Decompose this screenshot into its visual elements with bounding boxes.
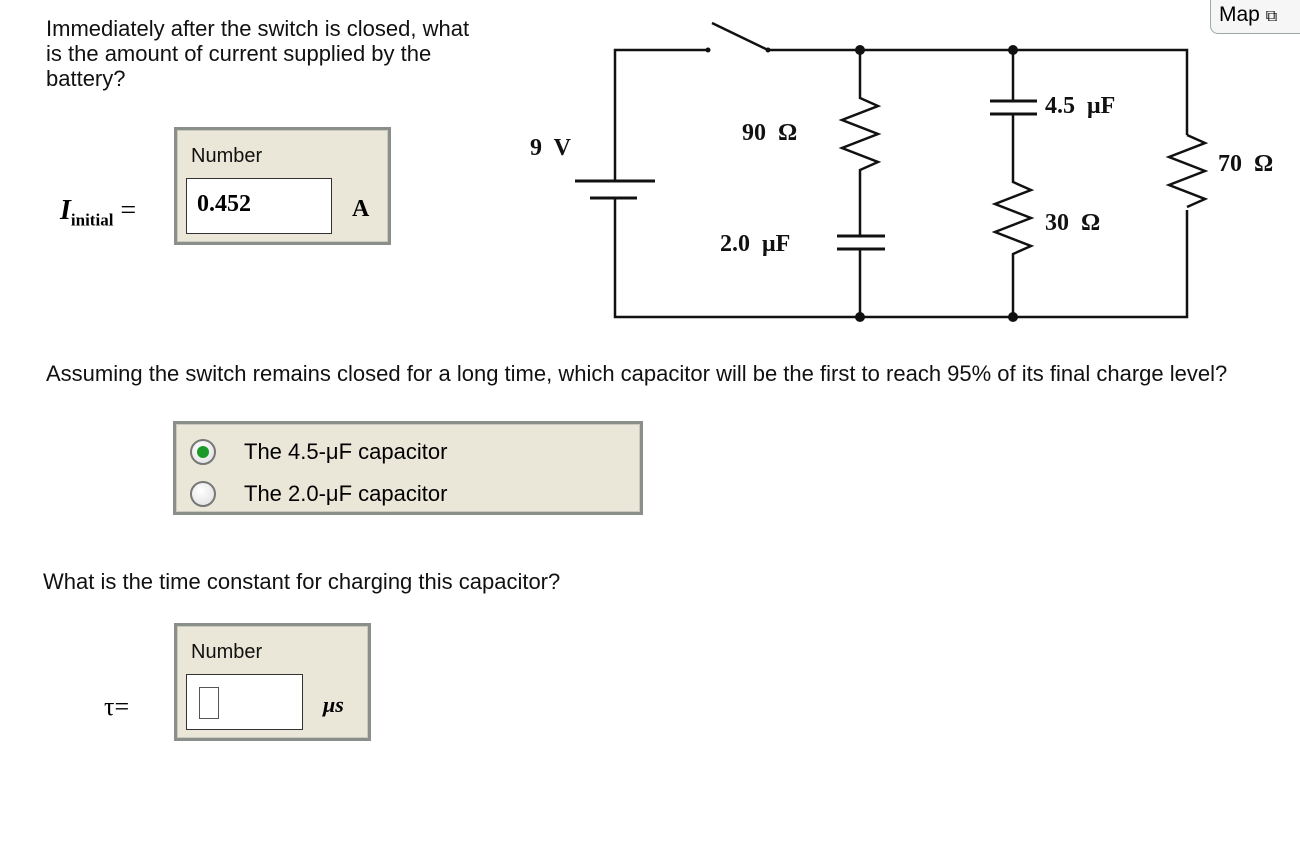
current-input[interactable]: 0.452 [186, 178, 332, 234]
options-panel: The 4.5-μF capacitor The 2.0-μF capacito… [173, 421, 643, 515]
field-label: Number [191, 145, 263, 167]
radio-selected[interactable] [190, 439, 216, 465]
battery-label: 9 V [530, 135, 572, 161]
map-button[interactable]: Map ⧉ [1210, 0, 1300, 34]
option-2-0-uf[interactable]: The 2.0-μF capacitor [176, 473, 640, 515]
capacitor-2-label: 2.0 μF [720, 231, 790, 257]
resistor-90-label: 90 Ω [742, 120, 797, 146]
question-1-text: Immediately after the switch is closed, … [46, 16, 470, 91]
unit-label: μs [323, 692, 344, 717]
time-constant-input[interactable] [186, 674, 303, 730]
sitemap-icon: ⧉ [1265, 8, 1278, 25]
question-2-text: Assuming the switch remains closed for a… [46, 361, 1228, 386]
unit-label: A [352, 196, 370, 222]
i-initial-label: Iinitial = [60, 195, 137, 230]
tau-label: τ= [104, 692, 130, 721]
option-4-5-uf[interactable]: The 4.5-μF capacitor [176, 431, 640, 473]
resistor-30-label: 30 Ω [1045, 210, 1100, 236]
answer-panel-3: Number μs [174, 623, 371, 741]
answer-panel-1: Number 0.452 A [174, 127, 391, 245]
question-3-text: What is the time constant for charging t… [43, 569, 561, 594]
capacitor-4-5-label: 4.5 μF [1045, 93, 1115, 119]
field-label: Number [191, 641, 263, 663]
circuit-diagram: 9 V 90 Ω 2.0 μF 4.5 μF 30 Ω 70 Ω [530, 21, 1273, 322]
radio-unselected[interactable] [190, 481, 216, 507]
resistor-70-label: 70 Ω [1218, 151, 1273, 177]
